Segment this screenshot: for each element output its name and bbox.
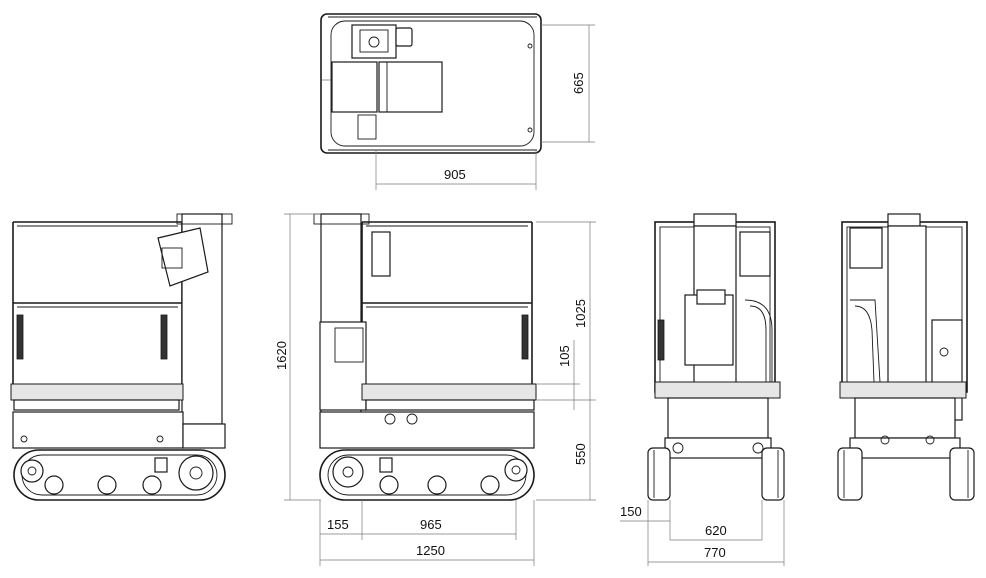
dim-label-150: 150 — [620, 504, 642, 519]
dim-platform-height: 550 — [536, 400, 596, 501]
dim-overall-length: 1250 — [320, 500, 535, 566]
dim-front-overhang: 155 — [319, 500, 363, 566]
dim-track-gauge: 620 — [670, 500, 763, 541]
dim-label-905: 905 — [444, 167, 466, 182]
side-view-right — [313, 213, 537, 501]
dim-top-width: 665 — [541, 24, 595, 143]
dim-label-620: 620 — [705, 523, 727, 538]
dim-label-105: 105 — [557, 345, 572, 367]
dim-height-total: 1620 — [274, 213, 321, 501]
top-view — [320, 13, 542, 154]
dim-label-770: 770 — [704, 545, 726, 560]
dim-label-1025: 1025 — [573, 299, 588, 328]
front-view — [647, 213, 785, 501]
dim-track-offset: 150 — [620, 500, 671, 566]
dim-label-665: 665 — [571, 72, 586, 94]
dim-guardrail-height: 1025 — [536, 221, 596, 401]
dim-label-550: 550 — [573, 443, 588, 465]
side-view-left — [10, 213, 233, 501]
dim-label-1620: 1620 — [274, 341, 289, 370]
rear-view — [837, 213, 975, 501]
dim-top-length: 905 — [375, 150, 537, 190]
dim-label-965: 965 — [420, 517, 442, 532]
dim-wheelbase: 965 — [362, 500, 517, 540]
dim-label-155: 155 — [327, 517, 349, 532]
dim-step-height: 105 — [536, 340, 580, 410]
dim-overall-width: 770 — [648, 500, 785, 566]
dim-label-1250: 1250 — [416, 543, 445, 558]
